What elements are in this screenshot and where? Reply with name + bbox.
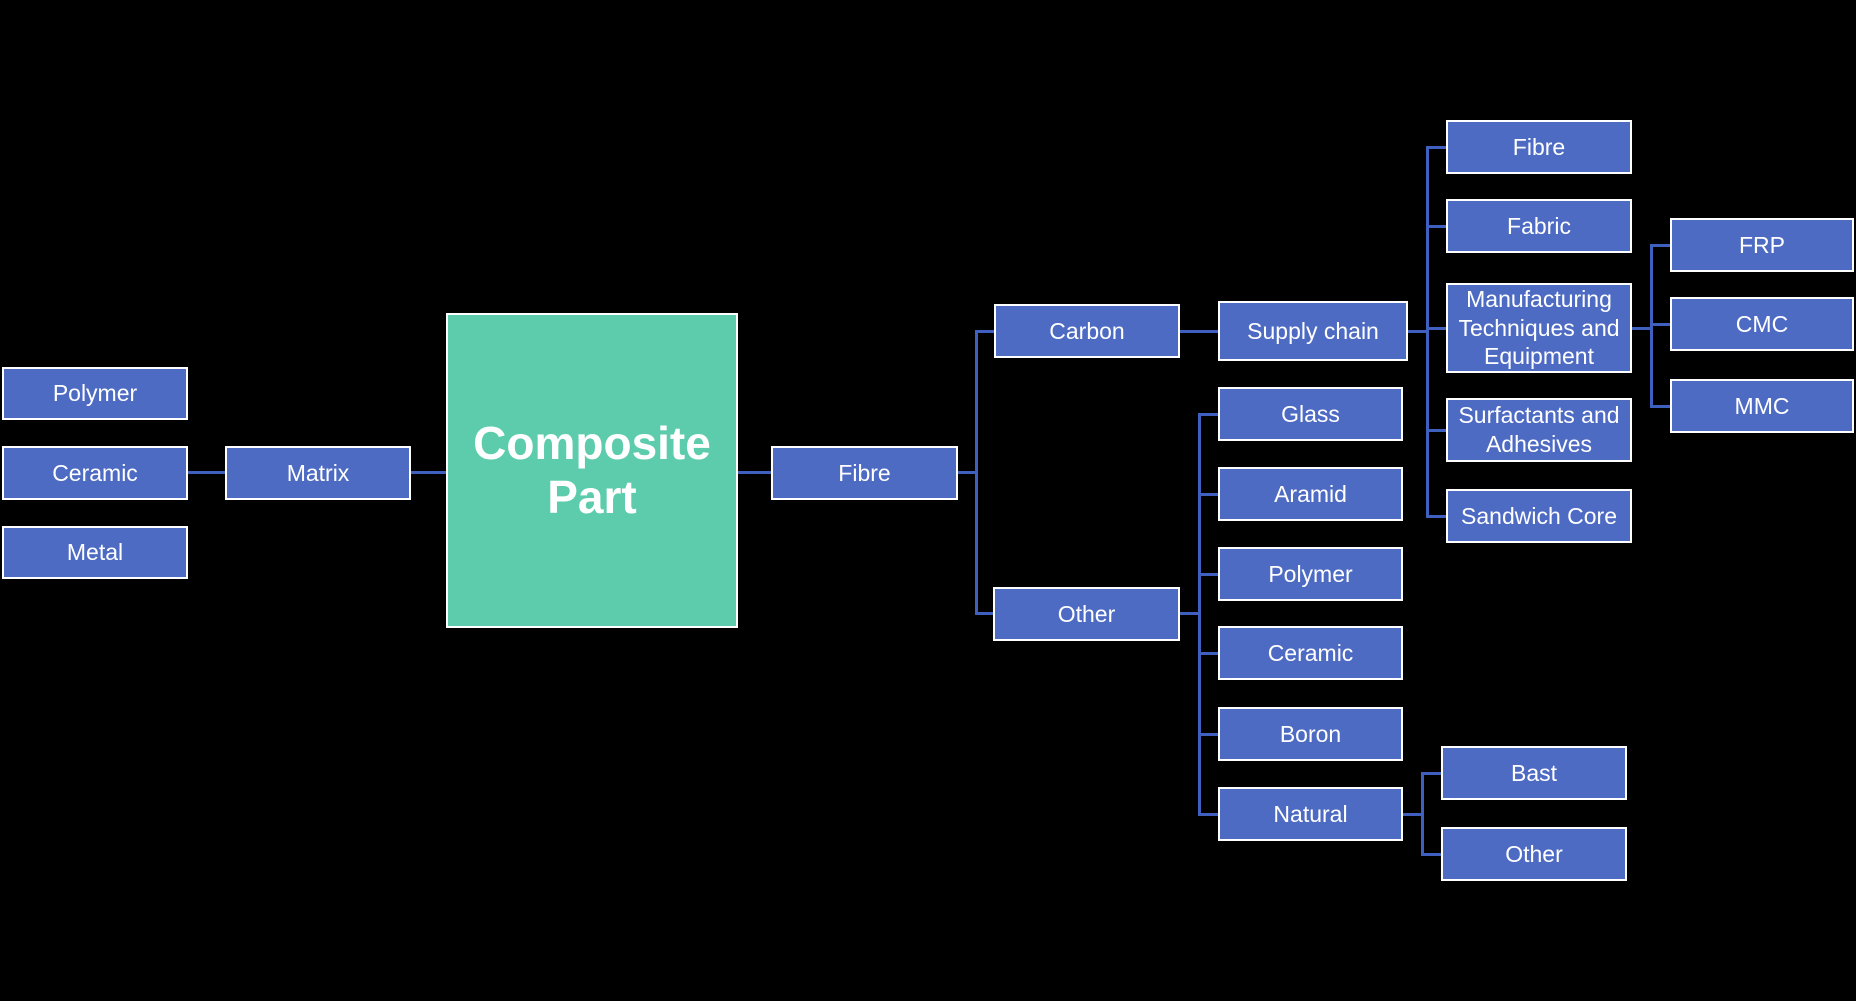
node-label: Bast — [1510, 759, 1558, 786]
node-label: Other — [1057, 600, 1116, 627]
node-natural-bast[interactable]: Bast — [1441, 746, 1627, 800]
connector-trunk-boron — [1198, 733, 1218, 736]
node-cmc[interactable]: CMC — [1670, 297, 1854, 351]
node-mmc[interactable]: MMC — [1670, 379, 1854, 433]
connector-trunk-natural — [1198, 813, 1218, 816]
connector-trunk-supply-fibre — [1426, 146, 1446, 149]
connector-trunk-supply-fabric — [1426, 225, 1446, 228]
connector-root-fibre — [738, 471, 771, 474]
connector-trunk-aramid — [1198, 493, 1218, 496]
node-supply-fabric[interactable]: Fabric — [1446, 199, 1632, 253]
node-label: Supply chain — [1247, 317, 1379, 344]
node-label: Natural — [1273, 800, 1348, 827]
node-other-ceramic[interactable]: Ceramic — [1218, 626, 1403, 680]
node-label: Polymer — [1268, 560, 1353, 587]
trunk-manufacturing-children — [1650, 244, 1653, 408]
node-composite-part[interactable]: Composite Part — [446, 313, 738, 628]
node-supply-manufacturing[interactable]: Manufacturing Techniques and Equipment — [1446, 283, 1632, 373]
connector-fibre-trunk — [958, 471, 978, 474]
node-supply-chain[interactable]: Supply chain — [1218, 301, 1408, 361]
node-carbon[interactable]: Carbon — [994, 304, 1180, 358]
node-matrix-polymer[interactable]: Polymer — [2, 367, 188, 420]
node-label: Boron — [1279, 720, 1342, 747]
connector-trunk-supply-manufacturing — [1426, 327, 1446, 330]
connector-matrix-root — [411, 471, 446, 474]
node-matrix[interactable]: Matrix — [225, 446, 411, 500]
node-label: Aramid — [1274, 480, 1347, 507]
node-other-natural[interactable]: Natural — [1218, 787, 1403, 841]
connector-manufacturing-trunk — [1632, 327, 1653, 330]
connector-trunk-carbon — [975, 330, 994, 333]
node-label: Glass — [1281, 400, 1340, 427]
node-other-polymer[interactable]: Polymer — [1218, 547, 1403, 601]
node-matrix-ceramic[interactable]: Ceramic — [2, 446, 188, 500]
node-label: CMC — [1735, 310, 1789, 337]
connector-trunk-other — [975, 612, 993, 615]
trunk-natural-children — [1421, 772, 1424, 856]
node-label: Other — [1505, 840, 1563, 867]
connector-trunk-frp — [1650, 244, 1670, 247]
node-label: Ceramic — [1267, 639, 1354, 666]
connector-trunk-bast — [1421, 772, 1441, 775]
connector-other-trunk — [1180, 612, 1201, 615]
connector-trunk-cmc — [1650, 323, 1670, 326]
node-label: Matrix — [286, 459, 350, 486]
node-supply-fibre[interactable]: Fibre — [1446, 120, 1632, 174]
connector-supplychain-trunk — [1408, 330, 1429, 333]
connector-natural-trunk — [1403, 813, 1424, 816]
connector-trunk-supply-sandwich — [1426, 515, 1446, 518]
node-other-glass[interactable]: Glass — [1218, 387, 1403, 441]
node-other-aramid[interactable]: Aramid — [1218, 467, 1403, 521]
node-matrix-metal[interactable]: Metal — [2, 526, 188, 579]
node-label: Composite Part — [473, 417, 711, 523]
connector-trunk-supply-surfactants — [1426, 429, 1446, 432]
node-supply-surfactants[interactable]: Surfactants and Adhesives — [1446, 398, 1632, 462]
node-label: Fibre — [838, 459, 891, 486]
trunk-other-children — [1198, 413, 1201, 816]
node-frp[interactable]: FRP — [1670, 218, 1854, 272]
node-label: Polymer — [52, 380, 138, 407]
node-label: Manufacturing Techniques and Equipment — [1458, 285, 1620, 370]
node-label: Fabric — [1507, 212, 1571, 239]
node-label: Metal — [66, 539, 124, 566]
connector-carbon-supplychain — [1180, 330, 1218, 333]
node-label: FRP — [1739, 231, 1785, 258]
node-fibre-other[interactable]: Other — [993, 587, 1180, 641]
node-label: Sandwich Core — [1461, 502, 1617, 529]
connector-trunk-glass — [1198, 413, 1218, 416]
node-supply-sandwich-core[interactable]: Sandwich Core — [1446, 489, 1632, 543]
node-label: Fibre — [1512, 133, 1566, 160]
node-other-boron[interactable]: Boron — [1218, 707, 1403, 761]
connector-ceramic-matrix — [188, 471, 225, 474]
node-label: Ceramic — [52, 459, 138, 486]
node-label: Surfactants and Adhesives — [1458, 402, 1620, 457]
node-label: Carbon — [1049, 317, 1125, 344]
connector-trunk-ceramic2 — [1198, 652, 1218, 655]
node-label: MMC — [1734, 392, 1790, 419]
connector-trunk-polymer2 — [1198, 573, 1218, 576]
connector-trunk-mmc — [1650, 405, 1670, 408]
connector-trunk-natural-other — [1421, 853, 1441, 856]
trunk-fibre-children — [975, 330, 978, 615]
node-natural-other[interactable]: Other — [1441, 827, 1627, 881]
trunk-supplychain-children — [1426, 146, 1429, 518]
node-fibre[interactable]: Fibre — [771, 446, 958, 500]
